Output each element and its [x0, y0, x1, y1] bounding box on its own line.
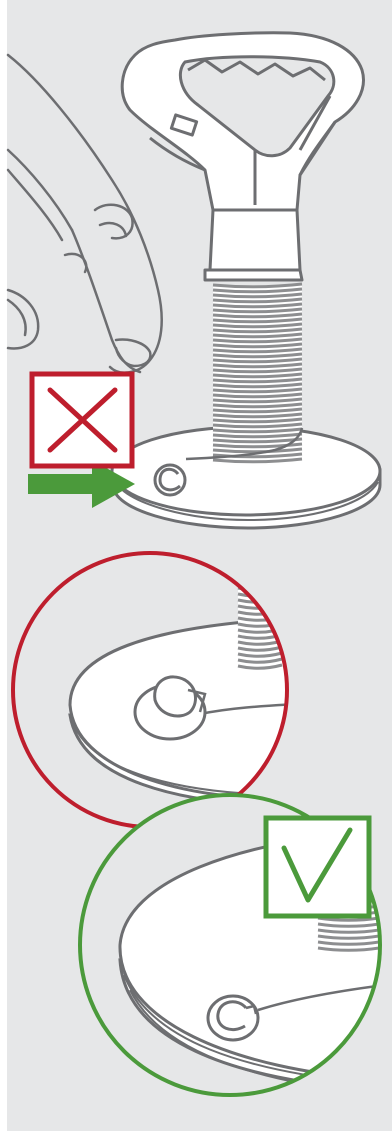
- correct-detail-panel: [80, 795, 385, 1095]
- cross-icon: [32, 374, 132, 466]
- checkmark-icon: [266, 818, 369, 916]
- ring-tab-flat: [208, 996, 258, 1040]
- thread-coil: [213, 284, 302, 462]
- ring-tab: [155, 465, 185, 495]
